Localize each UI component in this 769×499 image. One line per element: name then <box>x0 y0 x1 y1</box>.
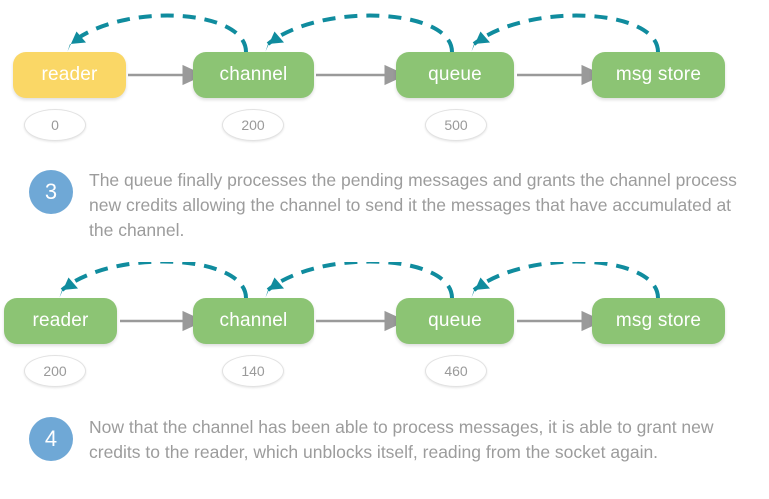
node-reader[interactable]: reader <box>13 52 126 98</box>
credit-badge-reader-value: 0 <box>51 117 59 133</box>
credit-badge-channel: 200 <box>222 109 284 141</box>
node-queue[interactable]: queue <box>396 52 514 98</box>
credit-arc-msg-store-to-queue <box>471 13 660 53</box>
node-queue-label: queue <box>428 310 482 331</box>
node-channel[interactable]: channel <box>193 298 314 344</box>
node-channel[interactable]: channel <box>193 52 314 98</box>
step-4: 4 Now that the channel has been able to … <box>0 415 769 465</box>
node-queue[interactable]: queue <box>396 298 514 344</box>
step-3: 3 The queue finally processes the pendin… <box>0 168 769 243</box>
credit-arc-queue-to-channel <box>265 262 454 299</box>
node-msg-store[interactable]: msg store <box>592 52 725 98</box>
credit-badge-queue: 460 <box>425 355 487 387</box>
step-3-text: The queue finally processes the pending … <box>89 170 737 240</box>
diagram-step-4: reader channel queue msg store 200 140 4… <box>0 262 769 412</box>
step-3-number: 3 <box>29 170 73 214</box>
node-reader-label: reader <box>32 310 89 331</box>
credit-badge-reader: 200 <box>24 355 86 387</box>
credit-badge-reader-value: 200 <box>43 363 67 379</box>
credit-badge-channel-value: 200 <box>241 117 265 133</box>
node-msg-store[interactable]: msg store <box>592 298 725 344</box>
node-channel-label: channel <box>219 310 288 331</box>
node-queue-label: queue <box>428 64 482 85</box>
credit-badge-queue-value: 460 <box>444 363 468 379</box>
credit-arc-channel-to-reader <box>59 262 248 299</box>
step-4-number: 4 <box>29 417 73 461</box>
node-channel-label: channel <box>219 64 288 85</box>
credit-badge-channel-value: 140 <box>241 363 265 379</box>
step-4-text: Now that the channel has been able to pr… <box>89 417 714 462</box>
node-reader[interactable]: reader <box>4 298 117 344</box>
credit-badge-queue-value: 500 <box>444 117 468 133</box>
credit-badge-channel: 140 <box>222 355 284 387</box>
node-msg-store-label: msg store <box>615 310 702 331</box>
credit-arc-msg-store-to-queue <box>471 262 660 299</box>
credit-badge-reader: 0 <box>24 109 86 141</box>
node-msg-store-label: msg store <box>615 64 702 85</box>
credit-badge-queue: 500 <box>425 109 487 141</box>
credit-arc-queue-to-channel <box>265 13 454 53</box>
node-reader-label: reader <box>41 64 98 85</box>
credit-arc-channel-to-reader <box>67 13 248 53</box>
diagram-step-3: reader channel queue msg store 0 200 500 <box>0 0 769 150</box>
